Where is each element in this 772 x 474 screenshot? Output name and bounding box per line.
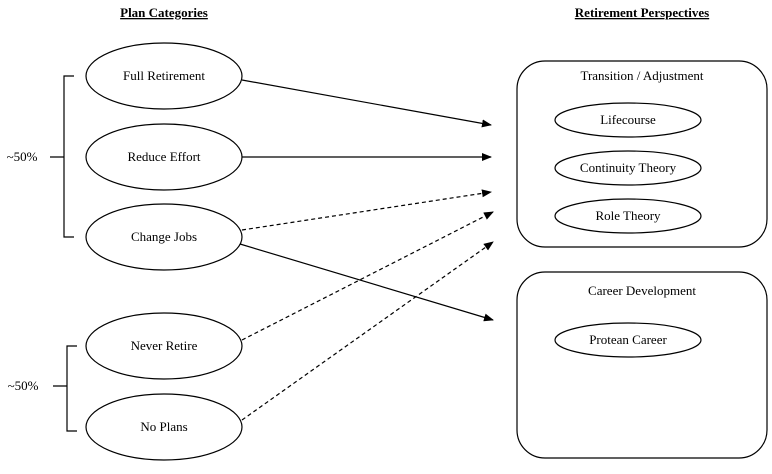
upper-bracket xyxy=(50,75,74,238)
lower-bracket xyxy=(53,345,77,432)
change-jobs-node xyxy=(85,203,243,271)
arrow-never-retire-to-transition xyxy=(241,211,494,341)
arrow-no-plans-to-transition xyxy=(241,241,494,421)
reduce-effort-label: Reduce Effort xyxy=(127,149,200,164)
no-plans-node xyxy=(85,393,243,461)
change-jobs-label: Change Jobs xyxy=(131,229,197,244)
role-theory-label: Role Theory xyxy=(595,208,661,223)
upper-group-percent: ~50% xyxy=(7,149,38,164)
never-retire-label: Never Retire xyxy=(131,338,198,353)
lower-group-percent: ~50% xyxy=(8,378,39,393)
protean-career-node xyxy=(554,322,702,358)
transition-adjustment-title: Transition / Adjustment xyxy=(580,68,703,83)
lifecourse-label: Lifecourse xyxy=(600,112,656,127)
never-retire-node xyxy=(85,312,243,380)
no-plans-label: No Plans xyxy=(140,419,187,434)
lifecourse-node xyxy=(554,102,702,138)
career-development-title: Career Development xyxy=(588,283,696,298)
arrow-change-jobs-to-transition xyxy=(241,189,492,231)
role-theory-node xyxy=(554,198,702,234)
full-retirement-label: Full Retirement xyxy=(123,68,205,83)
arrow-change-jobs-to-career xyxy=(239,243,494,322)
plan-categories-header: Plan Categories xyxy=(120,5,208,20)
full-retirement-node xyxy=(85,42,243,110)
continuity-theory-label: Continuity Theory xyxy=(580,160,677,175)
career-development-box xyxy=(516,271,768,459)
protean-career-label: Protean Career xyxy=(589,332,667,347)
retirement-perspectives-header: Retirement Perspectives xyxy=(575,5,709,20)
continuity-theory-node xyxy=(554,150,702,186)
arrow-full-retirement-to-transition xyxy=(241,79,492,128)
